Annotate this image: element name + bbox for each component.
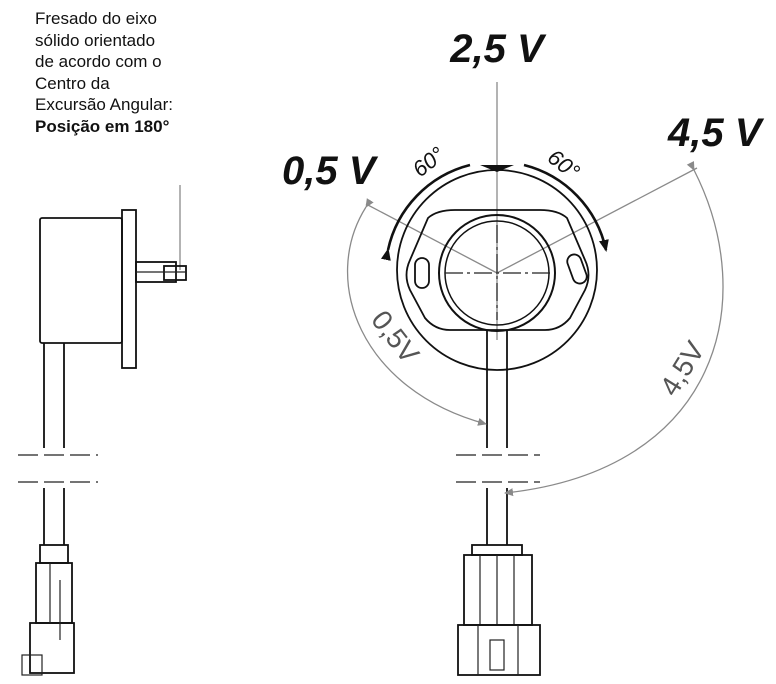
dimension-arc-4-5v: [504, 161, 724, 497]
note-line-3: de acordo com o: [35, 52, 162, 71]
voltage-label-2-5v: 2,5 V: [449, 27, 547, 71]
mounting-slot-left: [414, 257, 430, 289]
connector-base-side: [29, 622, 75, 674]
shaft-orientation-note: Fresado do eixo sólido orientado de acor…: [35, 8, 235, 137]
note-position-line: Posição em 180°: [35, 116, 170, 136]
connector-body-side: [35, 562, 73, 624]
connector-key-front: [489, 639, 505, 671]
sensor-body-side: [39, 217, 123, 344]
angle-label-right: 60°: [543, 144, 585, 184]
dimension-label-4-5v: 4,5V: [654, 336, 711, 402]
mounting-slot-right: [566, 253, 588, 285]
note-line-1: Fresado do eixo: [35, 9, 157, 28]
note-line-5: Excursão Angular:: [35, 95, 173, 114]
connector-body-front: [463, 554, 533, 626]
mounting-flange-side: [121, 209, 137, 369]
connector-neck-front: [471, 544, 523, 556]
connector-base-front: [457, 624, 541, 676]
voltage-label-4-5v: 4,5 V: [667, 111, 765, 155]
connector-latch-side: [21, 654, 43, 676]
front-view: [346, 82, 724, 676]
voltage-label-0-5v: 0,5 V: [282, 149, 379, 193]
dimension-label-0-5v: 0,5V: [365, 305, 425, 370]
note-line-4: Centro da: [35, 73, 110, 93]
dimension-arc-0-5v: [346, 198, 487, 426]
shaft-tip-side: [163, 265, 187, 281]
connector-neck-side: [39, 544, 69, 564]
note-line-2: sólido orientado: [35, 30, 156, 50]
side-view: [18, 185, 187, 676]
